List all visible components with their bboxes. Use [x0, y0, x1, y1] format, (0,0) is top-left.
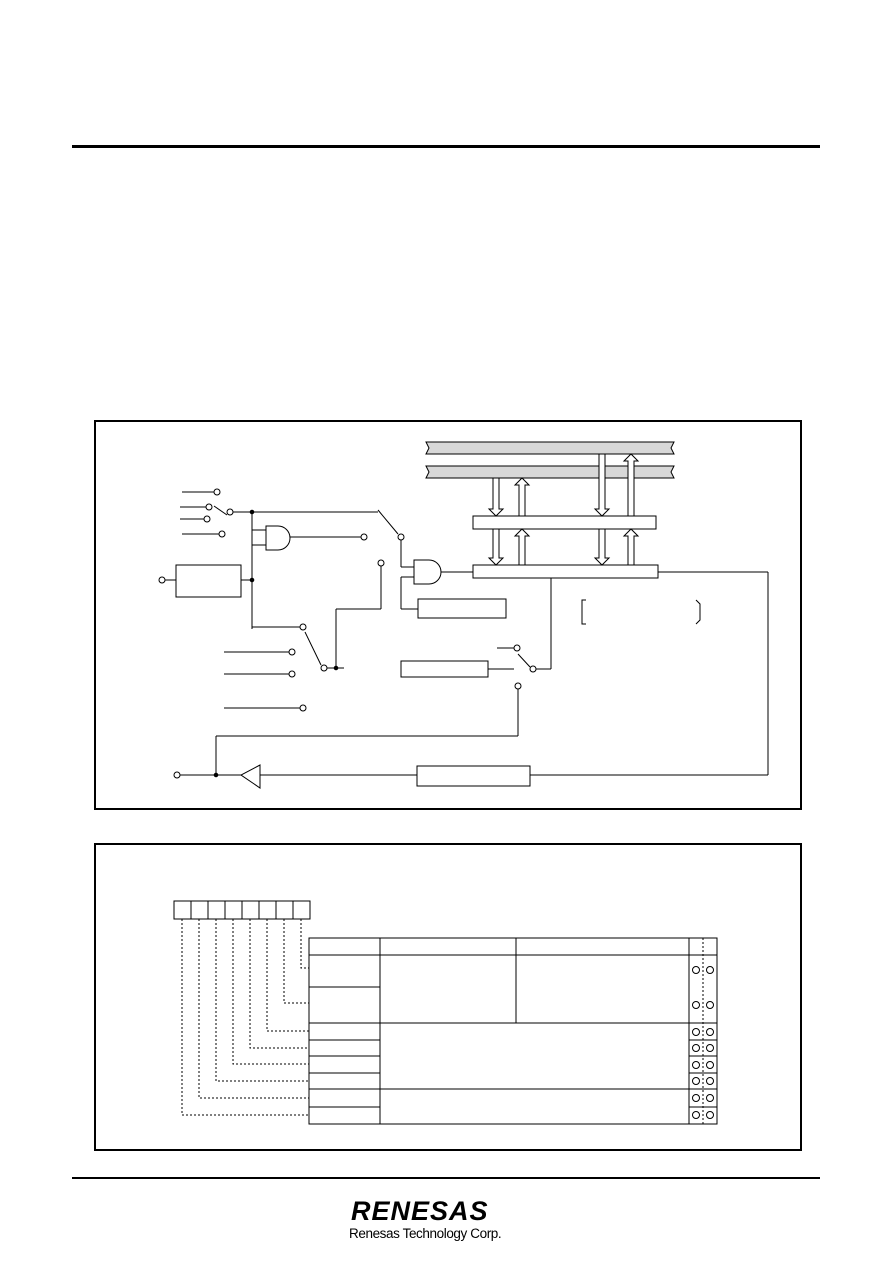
company-name: Renesas Technology Corp.: [349, 1226, 502, 1241]
logo-wordmark-text: RENESAS: [351, 1196, 489, 1226]
and-gate-2: [400, 540, 473, 610]
block-diagram-figure: [94, 420, 802, 810]
output-pin: [173, 771, 181, 779]
footer-rule: [72, 1177, 820, 1179]
bus-arrows: [487, 453, 640, 566]
bit-leaders: [181, 919, 309, 1116]
prescaler-block: [175, 564, 242, 598]
register-table: [173, 900, 718, 1125]
switch-a: [377, 509, 399, 535]
internal-bus: [425, 441, 675, 479]
and-gate-1: [251, 512, 368, 629]
register-upper: [472, 515, 657, 530]
output-block: [416, 765, 531, 787]
control-block-2: [400, 660, 489, 678]
block-diagram: [158, 441, 769, 789]
register-bits: [173, 900, 311, 920]
bit-description-table: [308, 937, 718, 1125]
renesas-wordmark: RENESAS: [351, 1196, 489, 1226]
clock-select-switch: [180, 488, 378, 538]
renesas-logo: RENESAS Renesas Technology Corp.: [349, 1196, 545, 1246]
output-buffer: [240, 764, 261, 789]
control-block-1: [417, 598, 507, 619]
register-table-figure: [94, 843, 802, 1151]
header-rule: [72, 145, 820, 148]
access-markers: [692, 966, 714, 1119]
register-lower: [472, 564, 659, 579]
